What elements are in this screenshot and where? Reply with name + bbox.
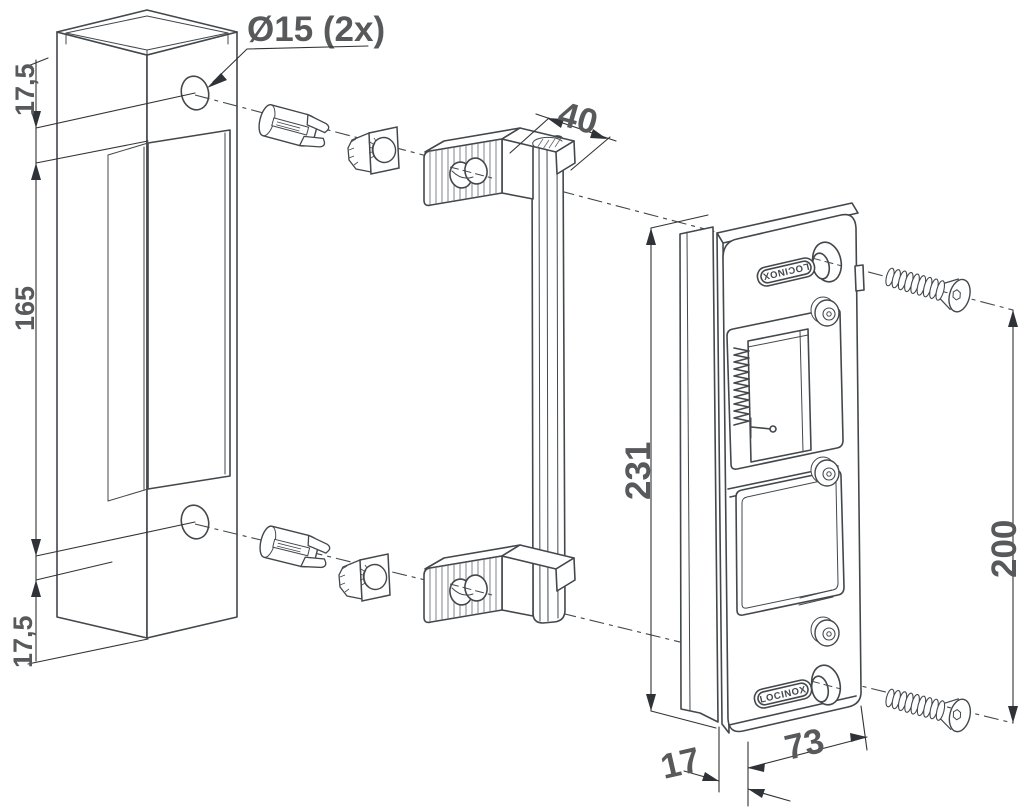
dimension-hole-diameter: Ø15 (2x) [247,10,385,49]
dimension-bracket-depth-group: 40 [509,94,617,171]
mounting-bracket-bottom [423,544,576,624]
dimension-strike-height: 231 [619,442,658,500]
dimension-screw-spacing: 200 [985,520,1024,578]
fixing-plug-bottom [256,523,333,573]
brand-badge-bottom: LOCINOX [753,679,813,709]
dimension-bottom-group: 73 17 [657,705,868,807]
dimension-back-plate-offset: 17 [657,740,704,787]
dimension-screw-spacing-group: 200 [985,309,1024,724]
center-axis-lines [194,94,1014,724]
screw-bottom [881,680,975,735]
post-cutout [147,129,231,490]
dimension-strike-height-group: 231 [619,214,717,729]
hole-diameter-callout: Ø15 (2x) [207,10,385,88]
dimension-hole-spacing: 165 [10,286,40,331]
keeper-pin [750,426,772,430]
mounting-bracket-top [423,127,576,207]
brand-badge-top: LOCINOX [756,257,816,287]
dimension-left-column: 17,5 165 17,5 [8,57,196,668]
fixing-nut-top [347,126,400,175]
dimension-strike-width: 73 [781,721,828,768]
strike-back-plate [679,226,719,723]
strike-lower-cavity [735,469,845,616]
square-post [56,9,238,639]
electric-strike-body: LOCINOX LOCINOX [679,202,865,734]
fixing-plug-top [255,102,332,153]
screw-top [881,259,975,315]
spring [733,347,750,426]
dimension-bottom-offset: 17,5 [8,615,38,668]
dimension-top-offset: 17,5 [10,63,40,116]
